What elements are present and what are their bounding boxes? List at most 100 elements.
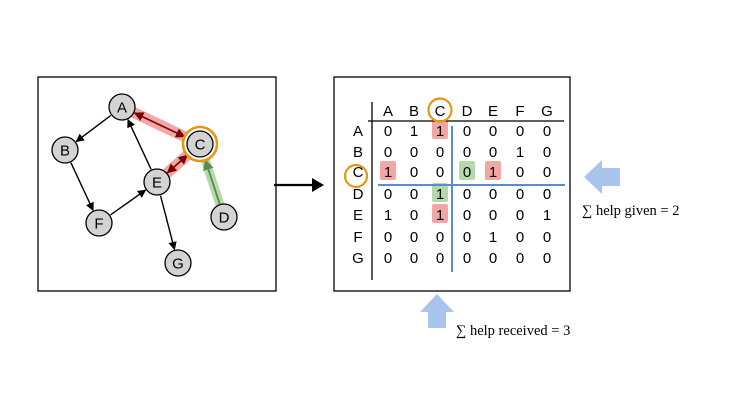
matrix-cell: 1 <box>436 123 444 140</box>
graph-node-label: G <box>172 256 184 273</box>
graph-node-c: C <box>181 125 219 163</box>
matrix-cell: 0 <box>384 250 392 267</box>
row-header: E <box>353 207 363 224</box>
row-header: F <box>353 229 362 246</box>
matrix-cell: 0 <box>436 229 444 246</box>
help-given-label: ∑ help given = 2 <box>582 203 679 219</box>
matrix-cell: 0 <box>543 229 551 246</box>
graph-node-label: C <box>195 137 206 154</box>
focus-row-ring <box>343 163 369 189</box>
matrix-cell: 0 <box>384 123 392 140</box>
edge-A-C <box>133 112 186 138</box>
matrix-cell: 0 <box>543 186 551 203</box>
row-header: D <box>353 186 364 203</box>
edge-B-F <box>70 162 94 212</box>
graph-panel: A B C D E F G <box>37 76 277 292</box>
matrix-cell: 0 <box>516 164 524 181</box>
graph-node-label: F <box>94 216 103 233</box>
matrix-cell: 0 <box>463 144 471 161</box>
help-received-label: ∑ help received = 3 <box>456 323 570 339</box>
column-header: B <box>409 103 419 120</box>
graph-node-g: G <box>164 249 192 277</box>
matrix-cell: 0 <box>410 164 418 181</box>
matrix-cell: 0 <box>516 123 524 140</box>
graph-node-label: A <box>117 100 127 117</box>
matrix-cell: 0 <box>463 250 471 267</box>
matrix-cell: 1 <box>384 164 392 181</box>
matrix-cell: 0 <box>463 164 471 181</box>
matrix-cell: 0 <box>463 229 471 246</box>
matrix-cell: 0 <box>516 207 524 224</box>
matrix-cell: 0 <box>384 186 392 203</box>
edge-D-C <box>203 159 221 204</box>
edge-C-E <box>166 154 188 174</box>
matrix-cell: 0 <box>543 164 551 181</box>
matrix-cell: 0 <box>384 144 392 161</box>
cell-highlight-red <box>380 161 396 180</box>
matrix-cell: 0 <box>489 123 497 140</box>
matrix-cell: 0 <box>410 229 418 246</box>
graph-node-label: D <box>219 210 230 227</box>
graph-node-f: F <box>85 209 113 237</box>
matrix-cell: 0 <box>410 186 418 203</box>
matrix-cell: 0 <box>489 250 497 267</box>
matrix-cell: 0 <box>463 186 471 203</box>
graph-node-label: B <box>60 143 70 160</box>
graph-node-layer: A B C D E F G <box>51 93 238 277</box>
matrix-cell: 1 <box>543 207 551 224</box>
matrix-cell: 1 <box>436 186 444 203</box>
matrix-cell: 1 <box>516 144 524 161</box>
edge-A-B <box>75 114 112 143</box>
matrix-cell: 0 <box>543 123 551 140</box>
matrix-cell: 1 <box>436 207 444 224</box>
matrix-cell: 0 <box>463 207 471 224</box>
matrix-cell: 0 <box>436 164 444 181</box>
graph-node-circle <box>85 209 113 237</box>
edge-E-A <box>127 118 152 170</box>
cell-highlight-green <box>432 183 448 202</box>
matrix-cell: 0 <box>410 250 418 267</box>
cell-highlight-red <box>485 161 501 180</box>
matrix-cell: 0 <box>489 207 497 224</box>
column-header: A <box>383 103 393 120</box>
row-header: B <box>353 144 363 161</box>
matrix-cell: 0 <box>384 229 392 246</box>
column-header: G <box>541 103 553 120</box>
focus-column-ring <box>427 97 453 123</box>
row-header: G <box>352 250 364 267</box>
graph-node-b: B <box>51 136 79 164</box>
cell-highlight-green <box>459 161 475 180</box>
matrix-cell: 0 <box>436 144 444 161</box>
graph-node-label: E <box>152 175 162 192</box>
matrix-cell: 0 <box>516 250 524 267</box>
column-header: C <box>435 103 446 120</box>
left-arrow-icon <box>584 160 620 194</box>
matrix-cell: 0 <box>516 229 524 246</box>
column-header: D <box>462 103 473 120</box>
graph-edge-layer <box>70 112 221 251</box>
graph-node-circle <box>143 168 171 196</box>
graph-node-e: E <box>143 168 171 196</box>
matrix-cell: 0 <box>410 144 418 161</box>
graph-node-circle <box>210 203 238 231</box>
matrix-cell: 0 <box>543 144 551 161</box>
graph-node-circle <box>108 93 136 121</box>
graph-node-circle <box>186 130 214 158</box>
column-header: F <box>515 103 524 120</box>
cell-highlight-red <box>432 120 448 139</box>
matrix-cell: 0 <box>436 250 444 267</box>
edge-E-G <box>159 195 177 251</box>
matrix-highlight-layer <box>380 120 501 223</box>
matrix-cell: 0 <box>543 250 551 267</box>
graph-node-circle <box>51 136 79 164</box>
matrix-cell: 0 <box>489 144 497 161</box>
matrix-cell: 1 <box>410 123 418 140</box>
right-arrow-icon <box>274 178 324 192</box>
graph-node-circle <box>164 249 192 277</box>
matrix-cell: 0 <box>489 186 497 203</box>
row-header: C <box>353 164 364 181</box>
graph-node-a: A <box>108 93 136 121</box>
